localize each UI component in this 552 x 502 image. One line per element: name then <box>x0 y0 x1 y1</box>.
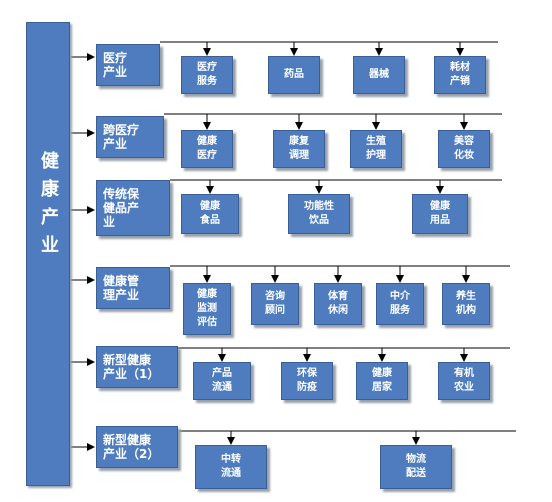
root-label: 健康产业 <box>38 151 59 263</box>
leaf-node: 有机 农业 <box>438 362 490 400</box>
leaf-node: 健康 居家 <box>356 362 408 400</box>
root-node: 健康产业 <box>26 22 70 486</box>
leaf-node: 耗材 产销 <box>434 56 486 94</box>
leaf-node: 生殖 护理 <box>350 130 402 168</box>
category-label: 新型健康 产业（2） <box>103 433 160 461</box>
category-node-cross-medical: 跨医疗 产业 <box>96 116 164 158</box>
leaf-node: 养生 机构 <box>442 283 490 325</box>
leaf-node: 健康 用品 <box>412 194 468 234</box>
leaf-node: 药品 <box>268 56 320 94</box>
leaf-node: 功能性 饮品 <box>288 194 350 234</box>
category-node-health-management: 健康管 理产业 <box>96 267 170 309</box>
leaf-node: 健康 监测 评估 <box>183 283 231 335</box>
leaf-node: 环保 防疫 <box>281 362 333 400</box>
leaf-node: 中介 服务 <box>376 283 424 325</box>
leaf-node: 物流 配送 <box>380 445 452 489</box>
category-label: 健康管 理产业 <box>103 274 140 302</box>
leaf-node: 体育 休闲 <box>314 283 362 325</box>
leaf-node: 美容 化妆 <box>438 130 490 168</box>
category-label: 新型健康 产业（1） <box>103 353 160 381</box>
leaf-node: 产品 流通 <box>193 362 251 400</box>
category-node-new-health-1: 新型健康 产业（1） <box>96 346 178 388</box>
category-label: 传统保 健品产 业 <box>103 187 140 229</box>
leaf-node: 健康 食品 <box>181 194 239 234</box>
leaf-node: 器械 <box>353 56 405 94</box>
category-label: 医疗 产业 <box>103 51 128 79</box>
category-node-new-health-2: 新型健康 产业（2） <box>96 426 178 468</box>
leaf-node: 康复 调理 <box>273 130 325 168</box>
category-label: 跨医疗 产业 <box>103 123 140 151</box>
category-node-medical: 医疗 产业 <box>96 44 160 86</box>
leaf-node: 医疗 服务 <box>181 56 233 94</box>
leaf-node: 健康 医疗 <box>181 130 233 168</box>
category-node-traditional-health-products: 传统保 健品产 业 <box>96 180 170 236</box>
leaf-node: 中转 流通 <box>195 445 267 489</box>
leaf-node: 咨询 顾问 <box>251 283 299 325</box>
